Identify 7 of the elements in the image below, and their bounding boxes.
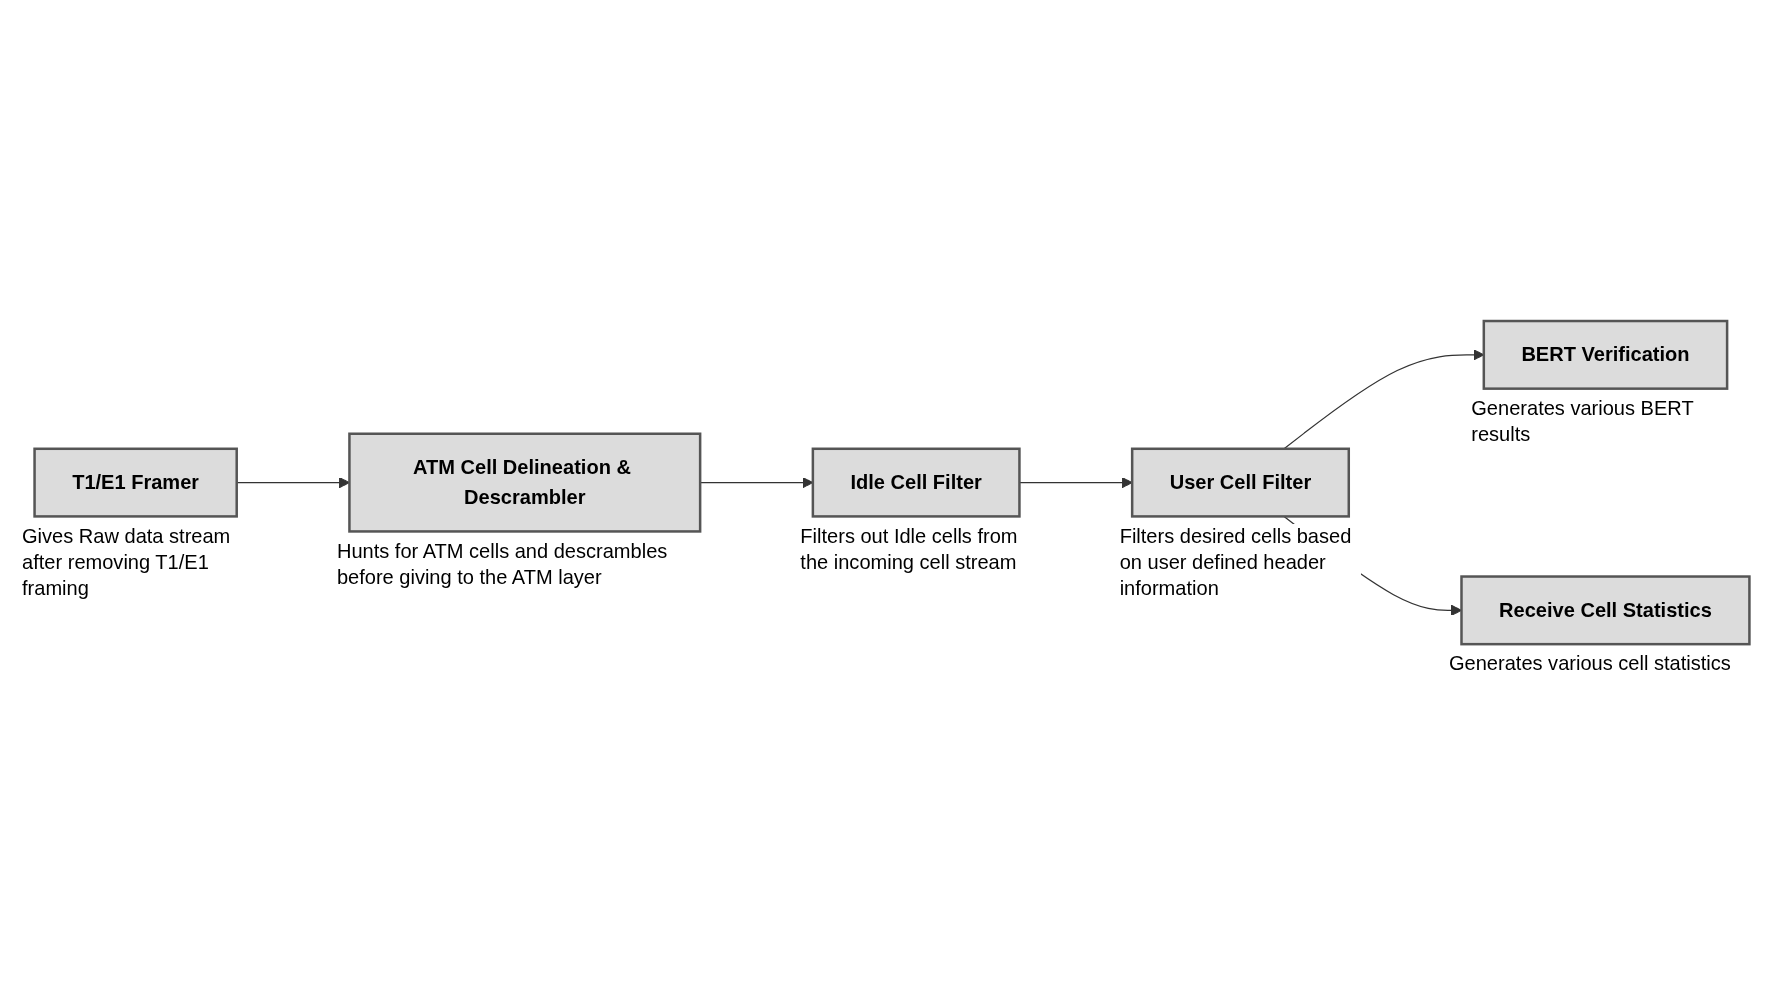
node-box: Idle Cell Filter bbox=[811, 447, 1021, 518]
node-box: ATM Cell Delineation & Descrambler bbox=[347, 432, 701, 533]
node-box: T1/E1 Framer bbox=[32, 447, 238, 518]
node-box: BERT Verification bbox=[1482, 319, 1728, 391]
arrow bbox=[699, 477, 813, 489]
node-box: Receive Cell Statistics bbox=[1459, 575, 1751, 646]
node-box: User Cell Filter bbox=[1130, 447, 1350, 518]
